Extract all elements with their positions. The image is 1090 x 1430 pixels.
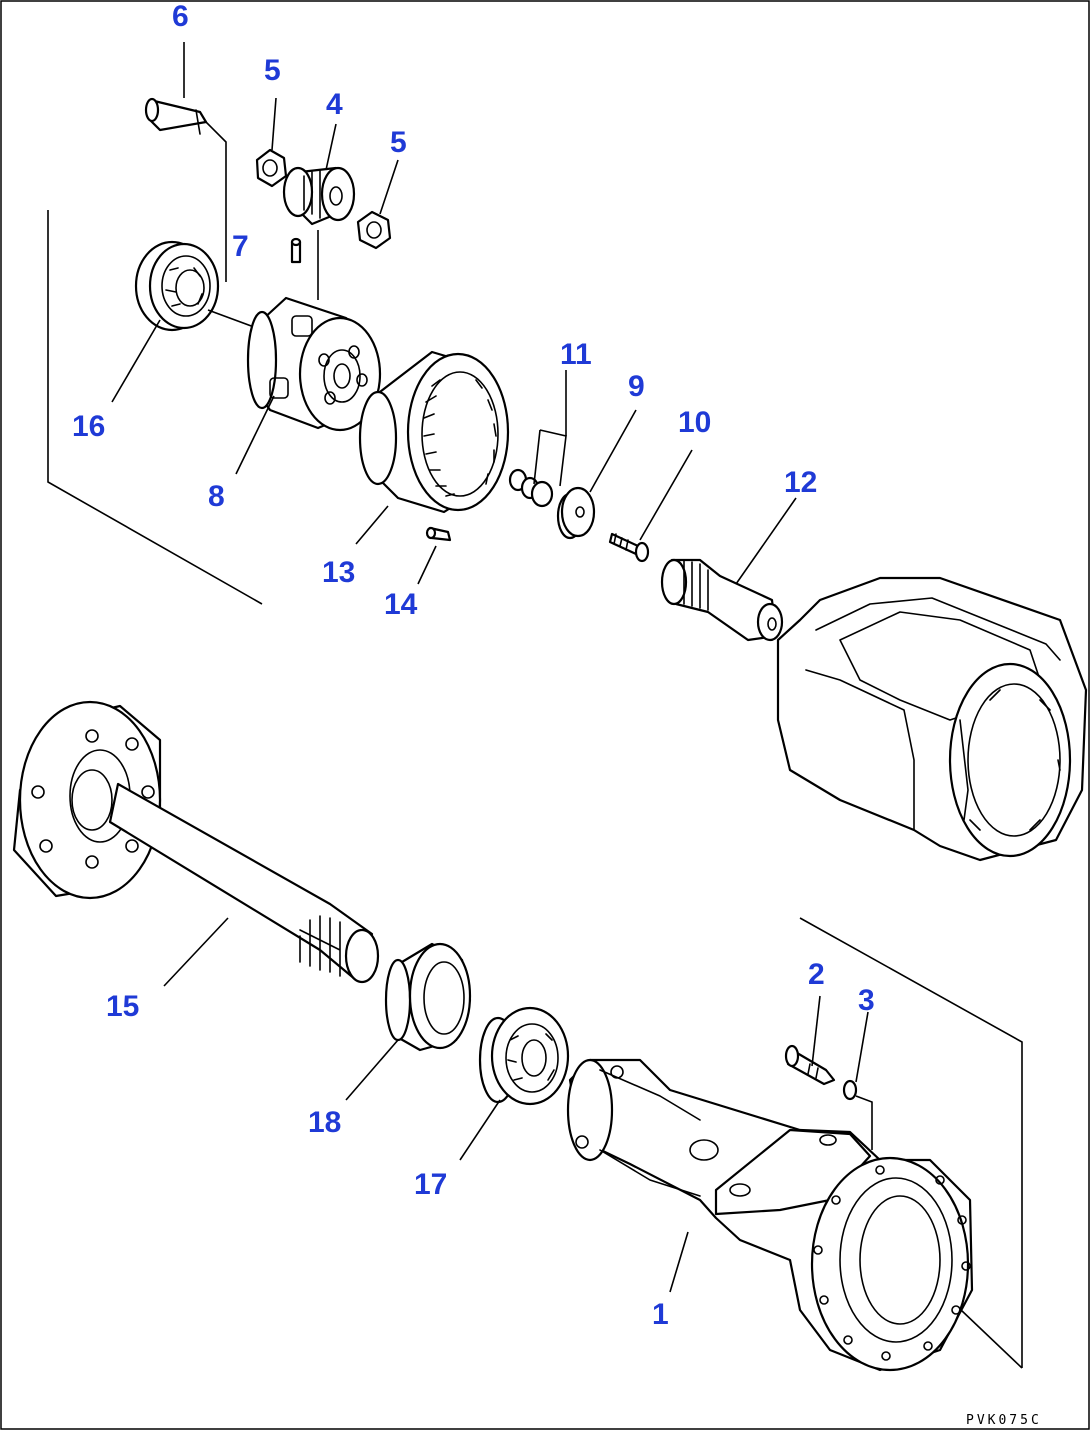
leader-3 (855, 1011, 869, 1083)
leader-4-top (325, 123, 337, 171)
part-5-nut-right (356, 210, 392, 250)
leader-12 (735, 497, 797, 585)
part-8-planet-carrier (246, 296, 382, 432)
callout-13: 13 (322, 556, 355, 589)
carrier-housing (776, 576, 1088, 862)
part-10-bolt (608, 532, 650, 563)
part-4-planet-gear (282, 166, 356, 226)
callout-15: 15 (106, 990, 139, 1023)
callout-1: 1 (652, 1298, 669, 1331)
callout-16: 16 (72, 410, 105, 443)
part-2-bolt (784, 1044, 836, 1086)
drawing-code: PVK075C (966, 1413, 1042, 1428)
callout-7: 7 (232, 230, 249, 263)
callout-4: 4 (326, 88, 343, 121)
part-16-bearing (134, 240, 263, 332)
part-1-axle-housing (566, 1058, 974, 1372)
part-12-sun-shaft (660, 558, 784, 642)
leader-14 (417, 545, 437, 585)
part-14-pin (425, 526, 452, 542)
callout-2: 2 (808, 958, 825, 991)
callout-5-left: 5 (264, 54, 281, 87)
part-13-ring-gear (358, 350, 510, 514)
callout-9: 9 (628, 370, 645, 403)
callout-3: 3 (858, 984, 875, 1017)
lower-group-frame (799, 917, 1023, 1368)
callout-5-right: 5 (390, 126, 407, 159)
callout-6: 6 (172, 0, 189, 33)
leader-10 (639, 449, 693, 541)
part-17-bearing (459, 1006, 570, 1161)
callout-18: 18 (308, 1106, 341, 1139)
leader-5-left (271, 97, 277, 151)
part-3-washer (842, 1079, 873, 1150)
leader-5-right (379, 159, 399, 215)
callout-14: 14 (384, 588, 418, 621)
leader-16 (111, 319, 161, 403)
part-6-pin (144, 97, 227, 282)
part-15-axle-shaft (12, 700, 380, 987)
callout-12: 12 (784, 466, 817, 499)
part-11-shims (508, 429, 567, 508)
callout-17: 17 (414, 1168, 447, 1201)
callout-11: 11 (560, 338, 592, 371)
callout-8: 8 (208, 480, 225, 513)
leader-13 (355, 505, 389, 545)
leader-9 (589, 409, 637, 493)
part-5-nut-left (255, 148, 288, 188)
upper-group-frame (47, 210, 263, 605)
leader-2 (811, 995, 821, 1067)
part-9-washer (556, 486, 596, 540)
part-18-oil-seal (345, 942, 472, 1101)
part-7-small-pin (290, 237, 302, 264)
callout-10: 10 (678, 406, 711, 439)
leader-8 (235, 395, 275, 475)
